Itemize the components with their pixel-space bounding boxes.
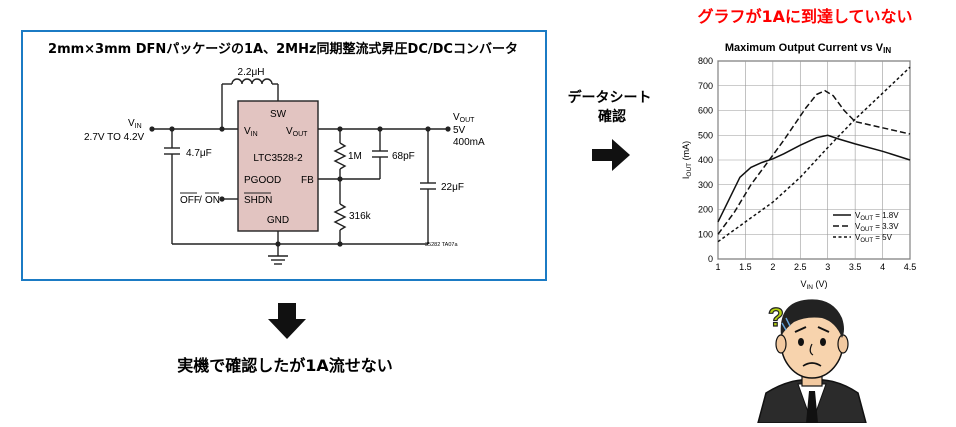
worried-man-illustration: ? bbox=[757, 299, 867, 425]
schematic-title: 2mm×3mm DFNパッケージの1A、2MHz同期整流式昇圧DC/DCコンバー… bbox=[48, 41, 518, 57]
right-ear-icon bbox=[837, 334, 849, 354]
figure-code: 35282 TA07a bbox=[425, 242, 458, 248]
y-tick-label: 200 bbox=[698, 205, 713, 215]
chart: Maximum Output Current vs VIN 1 1.5 2 2.5 3 3… bbox=[681, 42, 916, 291]
rbottom-label: 316k bbox=[349, 211, 372, 222]
series-line-1 bbox=[717, 89, 911, 235]
vin-range-label: 2.7V TO 4.2V bbox=[84, 132, 145, 143]
y-tick-label: 800 bbox=[698, 56, 713, 66]
chart-xlabel: VIN (V) bbox=[800, 279, 827, 291]
legend-label-1: VOUT = 3.3V bbox=[855, 222, 899, 233]
x-tick-label: 2.5 bbox=[794, 262, 807, 272]
schematic-panel: 2mm×3mm DFNパッケージの1A、2MHz同期整流式昇圧DC/DCコンバー… bbox=[21, 30, 547, 281]
pin-sw: SW bbox=[270, 109, 287, 120]
x-tick-label: 3.5 bbox=[849, 262, 862, 272]
question-mark-icon: ? bbox=[768, 302, 784, 332]
datasheet-check-label: データシート 確認 bbox=[568, 89, 657, 125]
chart-title: Maximum Output Current vs VIN bbox=[725, 42, 892, 55]
y-tick-label: 700 bbox=[698, 81, 713, 91]
y-tick-label: 100 bbox=[698, 229, 713, 239]
chart-ylabel: IOUT (mA) bbox=[681, 141, 693, 179]
cout-label: 22μF bbox=[441, 182, 464, 193]
chart-series bbox=[717, 66, 911, 243]
rtop-label: 1M bbox=[348, 151, 362, 162]
chart-grid bbox=[717, 60, 911, 260]
y-tick-label: 600 bbox=[698, 106, 713, 116]
left-ear-icon bbox=[775, 334, 787, 354]
y-tick-label: 500 bbox=[698, 130, 713, 140]
sweat-icon bbox=[781, 317, 791, 331]
x-tick-label: 4 bbox=[880, 262, 885, 272]
arrow-down-icon bbox=[268, 303, 306, 339]
right-brow-icon bbox=[817, 326, 830, 333]
inductor-label: 2.2μH bbox=[238, 67, 265, 78]
shdn-on-label: ON bbox=[205, 195, 220, 206]
pin-shdn: SHDN bbox=[244, 195, 272, 206]
y-tick-label: 400 bbox=[698, 155, 713, 165]
nose-icon bbox=[809, 343, 814, 356]
ic-chip bbox=[237, 100, 319, 232]
real-test-label: 実機で確認したが1A流せない bbox=[177, 356, 393, 375]
frown-mouth-icon bbox=[802, 362, 822, 367]
x-tick-label: 1 bbox=[715, 262, 720, 272]
x-tick-label: 1.5 bbox=[739, 262, 752, 272]
series-line-2 bbox=[717, 66, 911, 243]
arrow-right-icon bbox=[592, 139, 630, 171]
datasheet-check-group: データシート 確認 bbox=[568, 89, 657, 171]
ic-part-number: LTC3528-2 bbox=[253, 153, 303, 164]
legend-label-0: VOUT = 1.8V bbox=[855, 211, 899, 222]
y-tick-label: 300 bbox=[698, 180, 713, 190]
pin-gnd: GND bbox=[267, 215, 289, 226]
shdn-off-label: OFF bbox=[180, 195, 200, 206]
vout-voltage-label: 5V bbox=[453, 125, 466, 136]
real-test-group: 実機で確認したが1A流せない bbox=[177, 303, 393, 375]
x-tick-label: 2 bbox=[770, 262, 775, 272]
vout-current-label: 400mA bbox=[453, 137, 485, 148]
cin-label: 4.7μF bbox=[186, 148, 212, 159]
x-tick-label: 4.5 bbox=[904, 262, 917, 272]
hair-icon bbox=[780, 299, 844, 338]
chart-ticks: 1 1.5 2 2.5 3 3.5 4 4.5 0 100 200 300 400 500 600 700 80… bbox=[698, 56, 916, 272]
x-tick-label: 3 bbox=[825, 262, 830, 272]
series-line-0 bbox=[717, 134, 911, 223]
y-tick-label: 0 bbox=[708, 254, 713, 264]
left-eye-icon bbox=[798, 338, 804, 346]
shdn-divider: / bbox=[199, 195, 202, 206]
schematic-junctions bbox=[149, 126, 451, 247]
chart-callout: グラフが1Aに到達していない bbox=[697, 7, 912, 26]
pin-pgood: PGOOD bbox=[244, 175, 281, 186]
legend-label-2: VOUT = 5V bbox=[855, 233, 893, 244]
pin-fb: FB bbox=[301, 175, 314, 186]
left-brow-icon bbox=[794, 326, 807, 333]
right-eye-icon bbox=[820, 338, 826, 346]
cff-label: 68pF bbox=[392, 151, 415, 162]
tie-icon bbox=[806, 391, 818, 423]
